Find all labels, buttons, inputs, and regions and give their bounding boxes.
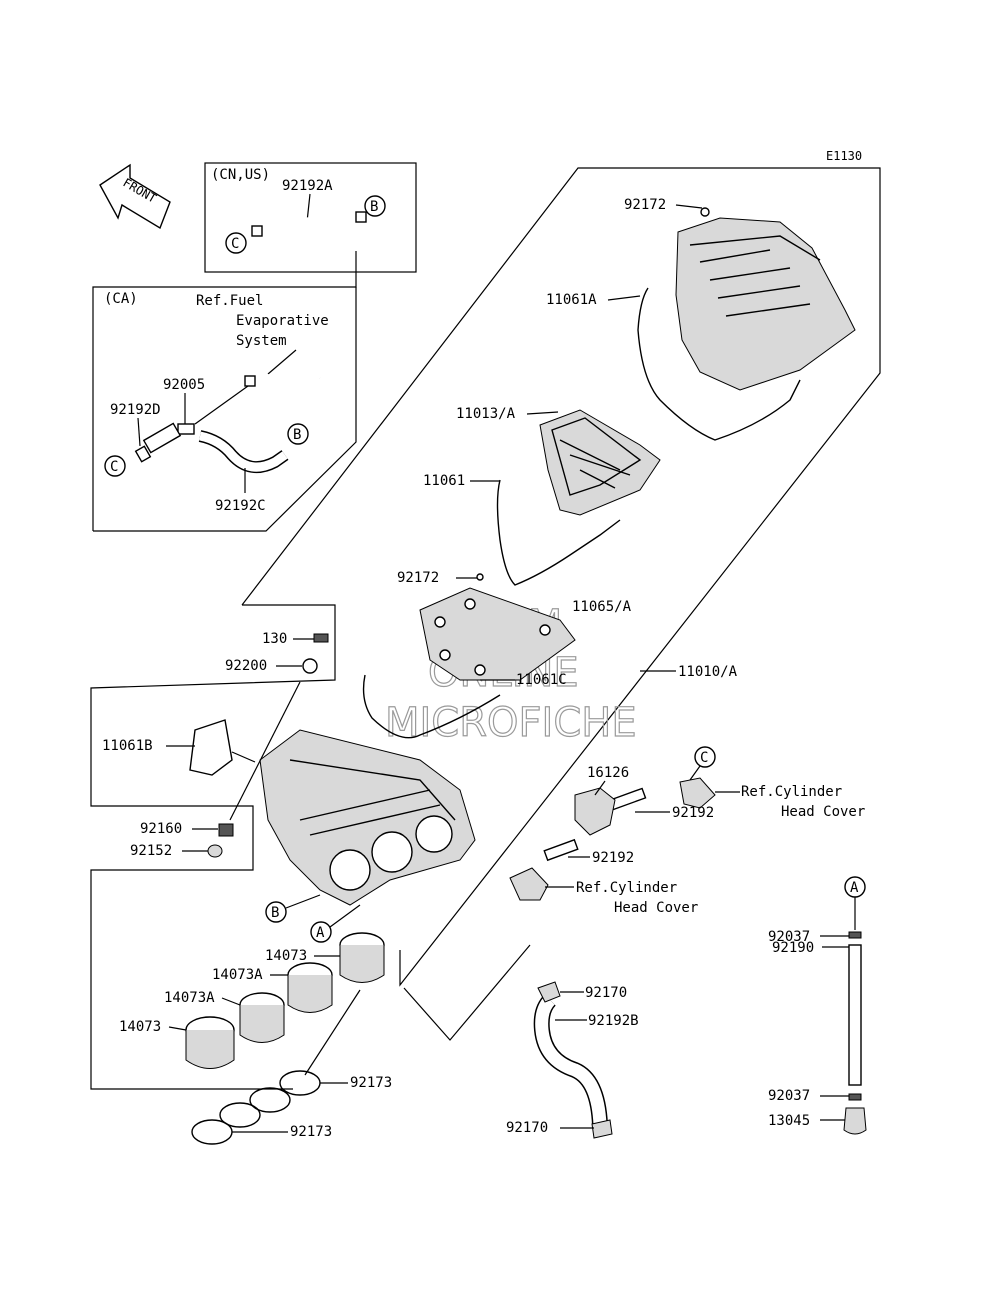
- part-92200: 92200: [225, 658, 267, 674]
- seal-11061B: [189, 719, 233, 776]
- callout-c-valve-icon: C: [700, 750, 708, 766]
- part-11065A: 11065/A: [572, 599, 632, 615]
- part-92192B: 92192B: [588, 1013, 639, 1029]
- part-92170-b: 92170: [506, 1120, 548, 1136]
- air-cleaner-cover: [637, 207, 856, 441]
- callout-b-icon: B: [370, 199, 378, 215]
- part-14073A-a: 14073A: [212, 967, 263, 983]
- ref-cyl-head-1-line-1: Ref.Cylinder: [741, 784, 842, 800]
- cn-us-title: (CN,US): [211, 167, 270, 183]
- part-11013A: 11013/A: [456, 406, 516, 422]
- part-13045: 13045: [768, 1113, 810, 1129]
- part-11061C: 11061C: [516, 672, 567, 688]
- diagram-code: E1130: [826, 149, 862, 163]
- filter-element: [496, 409, 661, 586]
- part-92192-a: 92192: [672, 805, 714, 821]
- watermark-line-3: MICROFICHE: [385, 700, 637, 746]
- part-11061: 11061: [423, 473, 465, 489]
- part-92037-b: 92037: [768, 1088, 810, 1104]
- callout-a-drain-icon: A: [850, 880, 859, 896]
- part-92192A: 92192A: [282, 178, 333, 194]
- ref-cyl-head-2-line-2: Head Cover: [614, 900, 698, 916]
- intake-funnels: [185, 932, 385, 1069]
- ca-ref-line-2: Evaporative: [236, 313, 329, 329]
- part-92173-b: 92173: [290, 1124, 332, 1140]
- part-92192-b: 92192: [592, 850, 634, 866]
- callout-c-icon: C: [231, 236, 239, 252]
- base-plate: [362, 587, 576, 739]
- ca-title: (CA): [104, 291, 138, 307]
- ca-ref-line-3: System: [236, 333, 287, 349]
- part-92172-top: 92172: [624, 197, 666, 213]
- part-92172-mid: 92172: [397, 570, 439, 586]
- part-92160: 92160: [140, 821, 182, 837]
- part-130: 130: [262, 631, 287, 647]
- ca-box: (CA) Ref.Fuel Evaporative System 92005 9…: [92, 251, 357, 532]
- part-14073A-b: 14073A: [164, 990, 215, 1006]
- part-11061B: 11061B: [102, 738, 153, 754]
- part-11010A: 11010/A: [678, 664, 738, 680]
- part-16126: 16126: [587, 765, 629, 781]
- callout-b-ca-icon: B: [293, 427, 301, 443]
- callout-c-ca-icon: C: [110, 459, 118, 475]
- part-92037-a: 92037: [768, 929, 810, 945]
- part-14073-a: 14073: [265, 948, 307, 964]
- ref-cyl-head-2-line-1: Ref.Cylinder: [576, 880, 677, 896]
- callout-a-housing-icon: A: [316, 925, 325, 941]
- part-92192D: 92192D: [110, 402, 161, 418]
- callout-b-housing-icon: B: [271, 905, 279, 921]
- part-92005: 92005: [163, 377, 205, 393]
- part-92192C: 92192C: [215, 498, 266, 514]
- air-box-housing: [259, 729, 476, 906]
- ca-ref-line-1: Ref.Fuel: [196, 293, 263, 309]
- part-14073-b: 14073: [119, 1019, 161, 1035]
- part-92190-label: 92190: [772, 940, 814, 956]
- ref-cyl-head-1-line-2: Head Cover: [781, 804, 865, 820]
- part-11061A: 11061A: [546, 292, 597, 308]
- drain-tube-assembly: A: [843, 876, 867, 1135]
- front-arrow-icon: FRONT: [99, 163, 171, 230]
- part-92152: 92152: [130, 843, 172, 859]
- part-92170-a: 92170: [585, 985, 627, 1001]
- cn-us-box: (CN,US) 92192A C B: [204, 162, 417, 273]
- hose-92192B: [533, 981, 613, 1139]
- part-92173-a: 92173: [350, 1075, 392, 1091]
- reed-valve-assembly: C: [509, 746, 716, 901]
